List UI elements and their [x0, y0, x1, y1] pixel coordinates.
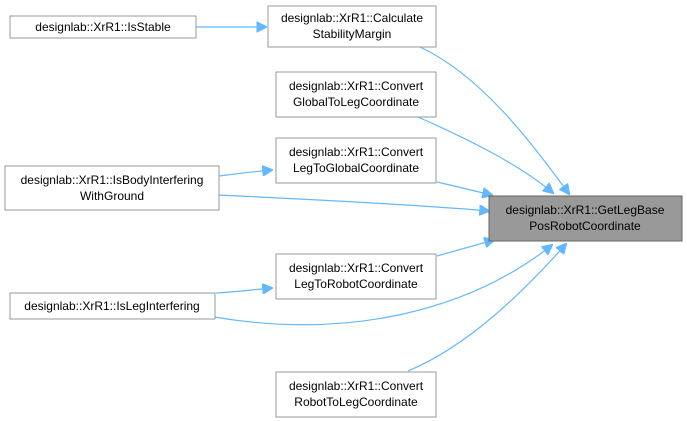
edge-leg-interfering-to-leg-to-robot — [215, 288, 272, 293]
svg-text:StabilityMargin: StabilityMargin — [313, 27, 392, 41]
svg-text:designlab::XrR1::Calculate: designlab::XrR1::Calculate — [281, 11, 423, 25]
edge-robot-to-leg-to-get-leg-base — [407, 244, 566, 372]
svg-text:designlab::XrR1::Convert: designlab::XrR1::Convert — [289, 379, 424, 393]
node-is-leg-interfering[interactable]: designlab::XrR1::IsLegInterfering — [9, 292, 216, 320]
node-label-line-2: StabilityMargin — [313, 27, 392, 41]
node-label-line-1: designlab::XrR1::Calculate — [281, 11, 423, 25]
node-label-line-1: designlab::XrR1::GetLegBase — [506, 203, 665, 217]
edge-leg-to-robot-to-get-leg-base — [436, 240, 494, 257]
node-get-leg-base-pos-robot-coordinate[interactable]: designlab::XrR1::GetLegBase PosRobotCoor… — [488, 195, 683, 242]
node-convert-leg-to-robot[interactable]: designlab::XrR1::Convert LegToRobotCoord… — [275, 253, 437, 300]
edge-body-interfering-to-leg-to-global — [218, 170, 272, 177]
node-label-line-2: GlobalToLegCoordinate — [293, 95, 419, 109]
edge-leg-to-global-to-get-leg-base — [436, 181, 492, 195]
node-label: designlab::XrR1::IsStable — [35, 20, 171, 34]
edge-calculate-stability-to-get-leg-base — [419, 46, 569, 194]
svg-text:WithGround: WithGround — [80, 189, 144, 203]
node-label-line-2: LegToGlobalCoordinate — [293, 161, 419, 175]
node-label-line-2: WithGround — [80, 189, 144, 203]
svg-text:RobotToLegCoordinate: RobotToLegCoordinate — [294, 395, 418, 409]
node-label-line-2: RobotToLegCoordinate — [294, 395, 418, 409]
svg-text:designlab::XrR1::Convert: designlab::XrR1::Convert — [289, 145, 424, 159]
node-label-line-1: designlab::XrR1::Convert — [289, 379, 424, 393]
node-label-line-1: designlab::XrR1::Convert — [289, 145, 424, 159]
node-is-body-interfering-with-ground[interactable]: designlab::XrR1::IsBodyInterfering WithG… — [4, 165, 220, 211]
svg-text:designlab::XrR1::IsStable: designlab::XrR1::IsStable — [35, 20, 171, 34]
node-label-line-2: PosRobotCoordinate — [529, 219, 641, 233]
node-label: designlab::XrR1::IsLegInterfering — [24, 299, 199, 313]
node-label-line-2: LegToRobotCoordinate — [294, 277, 418, 291]
svg-text:LegToRobotCoordinate: LegToRobotCoordinate — [294, 277, 418, 291]
edge-leg-interfering-to-get-leg-base — [213, 245, 552, 326]
node-convert-global-to-leg[interactable]: designlab::XrR1::Convert GlobalToLegCoor… — [275, 71, 437, 118]
svg-text:designlab::XrR1::Convert: designlab::XrR1::Convert — [289, 79, 424, 93]
node-label-line-1: designlab::XrR1::Convert — [289, 79, 424, 93]
node-calculate-stability-margin[interactable]: designlab::XrR1::Calculate StabilityMarg… — [267, 5, 437, 48]
node-label-line-1: designlab::XrR1::IsBodyInterfering — [21, 173, 204, 187]
svg-text:LegToGlobalCoordinate: LegToGlobalCoordinate — [293, 161, 419, 175]
svg-text:designlab::XrR1::IsLegInterfer: designlab::XrR1::IsLegInterfering — [24, 299, 199, 313]
node-convert-robot-to-leg[interactable]: designlab::XrR1::Convert RobotToLegCoord… — [275, 371, 437, 418]
svg-text:GlobalToLegCoordinate: GlobalToLegCoordinate — [293, 95, 419, 109]
svg-text:designlab::XrR1::Convert: designlab::XrR1::Convert — [289, 261, 424, 275]
svg-text:PosRobotCoordinate: PosRobotCoordinate — [529, 219, 641, 233]
edge-body-interfering-to-get-leg-base — [218, 194, 489, 211]
node-convert-leg-to-global[interactable]: designlab::XrR1::Convert LegToGlobalCoor… — [275, 137, 437, 184]
svg-text:designlab::XrR1::GetLegBase: designlab::XrR1::GetLegBase — [506, 203, 665, 217]
edges — [196, 27, 569, 372]
node-label-line-1: designlab::XrR1::Convert — [289, 261, 424, 275]
edge-global-to-leg-to-get-leg-base — [417, 116, 553, 193]
node-is-stable[interactable]: designlab::XrR1::IsStable — [9, 15, 197, 39]
svg-text:designlab::XrR1::IsBodyInterfe: designlab::XrR1::IsBodyInterfering — [21, 173, 204, 187]
